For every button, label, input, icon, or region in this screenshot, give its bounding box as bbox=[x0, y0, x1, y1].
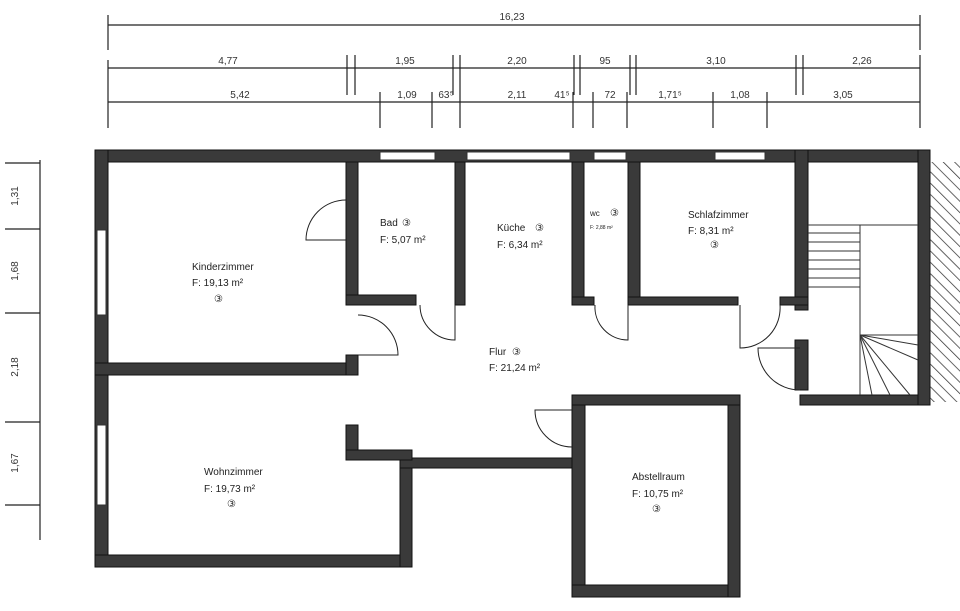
room-wc: wc ③ F: 2,88 m² bbox=[589, 208, 619, 231]
dim-row1: 2,26 bbox=[852, 56, 872, 67]
room-schlafzimmer: Schlafzimmer F: 8,31 m² ③ bbox=[688, 210, 749, 251]
svg-text:③: ③ bbox=[227, 499, 236, 510]
svg-text:F: 8,31 m²: F: 8,31 m² bbox=[688, 226, 734, 237]
svg-text:Abstellraum: Abstellraum bbox=[632, 472, 685, 483]
room-kueche: Küche ③ F: 6,34 m² bbox=[497, 223, 544, 251]
dim-row1: 95 bbox=[599, 56, 611, 67]
dim-row2: 5,42 bbox=[230, 90, 250, 101]
dim-row1: 2,20 bbox=[507, 56, 527, 67]
room-bad: Bad ③ F: 5,07 m² bbox=[380, 218, 426, 246]
svg-text:F: 6,34 m²: F: 6,34 m² bbox=[497, 240, 543, 251]
svg-text:③: ③ bbox=[214, 294, 223, 305]
svg-text:③: ③ bbox=[535, 223, 544, 234]
room-kinderzimmer: Kinderzimmer F: 19,13 m² ③ bbox=[192, 262, 254, 305]
svg-text:③: ③ bbox=[402, 218, 411, 229]
room-flur: Flur ③ F: 21,24 m² bbox=[489, 347, 541, 374]
svg-text:F: 5,07 m²: F: 5,07 m² bbox=[380, 235, 426, 246]
svg-text:F: 19,73 m²: F: 19,73 m² bbox=[204, 484, 256, 495]
dim-row1: 1,95 bbox=[395, 56, 415, 67]
dim-row2: 72 bbox=[604, 90, 616, 101]
dim-vertical: 1,31 bbox=[10, 186, 21, 206]
dim-row2: 3,05 bbox=[833, 90, 853, 101]
svg-text:F: 19,13 m²: F: 19,13 m² bbox=[192, 278, 244, 289]
room-wohnzimmer: Wohnzimmer F: 19,73 m² ③ bbox=[204, 467, 263, 510]
svg-text:Schlafzimmer: Schlafzimmer bbox=[688, 210, 749, 221]
dim-row1: 4,77 bbox=[218, 56, 238, 67]
dim-vertical: 2,18 bbox=[10, 357, 21, 377]
dim-total: 16,23 bbox=[499, 12, 524, 23]
dim-row2: 2,11 bbox=[508, 90, 527, 101]
svg-text:F: 21,24 m²: F: 21,24 m² bbox=[489, 363, 541, 374]
room-abstellraum: Abstellraum F: 10,75 m² ③ bbox=[632, 472, 685, 515]
dim-row2: 1,08 bbox=[730, 90, 750, 101]
svg-text:Kinderzimmer: Kinderzimmer bbox=[192, 262, 254, 273]
svg-text:Wohnzimmer: Wohnzimmer bbox=[204, 467, 263, 478]
dim-row2: 41⁵ bbox=[554, 90, 569, 101]
dim-row2: 1,09 bbox=[397, 90, 417, 101]
svg-text:Flur: Flur bbox=[489, 347, 507, 358]
svg-text:F: 10,75 m²: F: 10,75 m² bbox=[632, 489, 684, 500]
windows bbox=[96, 151, 766, 506]
svg-text:wc: wc bbox=[589, 209, 600, 218]
svg-text:Küche: Küche bbox=[497, 223, 526, 234]
dim-row2: 63⁵ bbox=[438, 90, 453, 101]
staircase bbox=[808, 162, 960, 402]
dim-row2: 1,71⁵ bbox=[658, 90, 682, 101]
dim-row1: 3,10 bbox=[706, 56, 726, 67]
svg-text:Bad: Bad bbox=[380, 218, 398, 229]
dim-vertical: 1,68 bbox=[10, 261, 21, 281]
svg-text:③: ③ bbox=[710, 240, 719, 251]
dimension-chains bbox=[5, 15, 921, 540]
svg-text:③: ③ bbox=[652, 504, 661, 515]
doors bbox=[305, 199, 801, 448]
svg-text:③: ③ bbox=[512, 347, 521, 358]
svg-text:F: 2,88 m²: F: 2,88 m² bbox=[590, 225, 613, 231]
svg-text:③: ③ bbox=[610, 208, 619, 219]
dim-vertical: 1,67 bbox=[10, 453, 21, 473]
